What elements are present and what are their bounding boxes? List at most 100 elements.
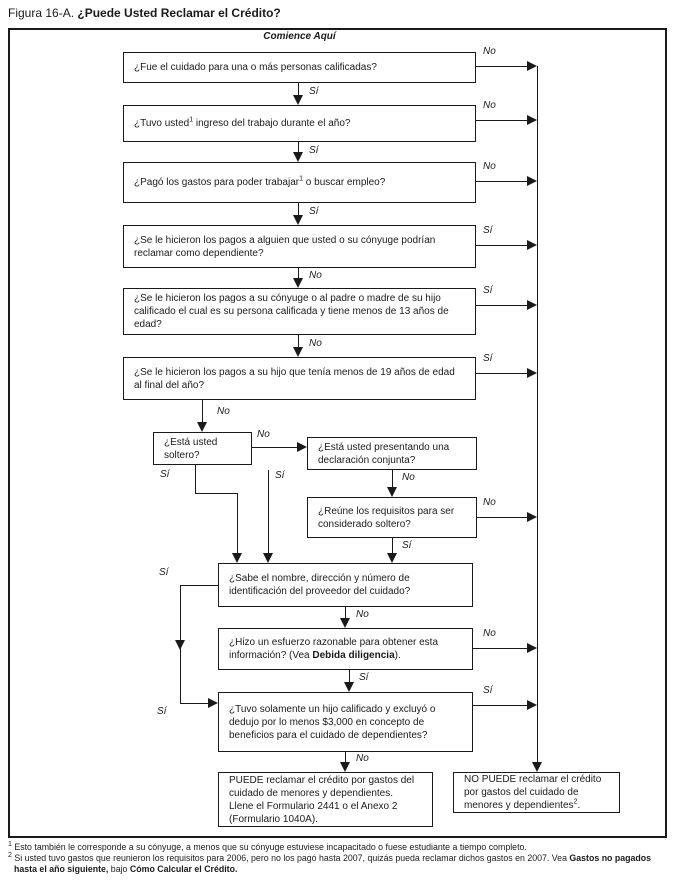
arrowhead-q1-no xyxy=(527,61,537,71)
arrow-reune-yes xyxy=(392,538,393,553)
footnote-1: 1 Esto también le corresponde a su cónyu… xyxy=(8,841,670,853)
arrowhead-q6-yes xyxy=(527,368,537,378)
figure-title-main: ¿Puede Usted Reclamar el Crédito? xyxy=(77,6,281,20)
footnote-2-marker: 2 xyxy=(8,852,12,860)
footnote-2-reference-1: Gastos no pagados hasta el año siguiente… xyxy=(14,853,652,874)
outcome-text: NO PUEDE reclamar el crédito por gastos … xyxy=(464,774,602,811)
arrowhead-tuvo-yes xyxy=(527,700,537,710)
label-sabe-yes: Sí xyxy=(159,567,169,578)
arrow-q4-no xyxy=(298,268,299,278)
label-soltero-yes: Sí xyxy=(160,469,170,480)
arrow-reune-no xyxy=(477,517,527,518)
figure-title: Figura 16-A. ¿Puede Usted Reclamar el Cr… xyxy=(8,6,281,20)
arrowhead-q3-no xyxy=(527,176,537,186)
question-text: ¿Tuvo usted xyxy=(134,118,190,129)
arrowhead-reune-no xyxy=(527,512,537,522)
question-box-joint-return: ¿Está usted presentando una declaración … xyxy=(307,437,477,470)
footnote-1-text: Esto también le corresponde a su cónyuge… xyxy=(11,842,527,852)
question-text: ¿Se le hicieron los pagos a alguien que … xyxy=(134,234,436,259)
question-text: ¿Sabe el nombre, dirección y número de i… xyxy=(229,573,411,597)
question-box-payments-to-spouse-or-parent: ¿Se le hicieron los pagos a su cónyuge o… xyxy=(123,288,476,335)
arrow-q6-yes xyxy=(476,373,527,374)
question-text: ¿Está usted soltero? xyxy=(164,436,218,461)
question-box-work-expenses: ¿Pagó los gastos para poder trabajar1 o … xyxy=(123,162,476,203)
question-text: ¿Está usted presentando una declaración … xyxy=(318,441,450,466)
question-box-due-diligence: ¿Hizo un esfuerzo razonable para obtener… xyxy=(218,628,473,670)
arrow-tuvo-yes xyxy=(473,705,527,706)
arrowhead-q2-no xyxy=(527,115,537,125)
arrow-q4-yes xyxy=(476,245,527,246)
arrow-q6-no xyxy=(202,400,203,422)
arrow-soltero-no xyxy=(252,447,297,448)
question-box-excluded-benefits: ¿Tuvo solamente un hijo calificado y exc… xyxy=(218,692,473,752)
label-q6-no: No xyxy=(217,406,230,417)
arrow-hizo-no xyxy=(473,648,527,649)
label-q2-yes: Sí xyxy=(309,145,319,156)
label-tuvo-yes: Sí xyxy=(483,685,493,696)
arrowhead-sabe-no xyxy=(340,618,350,628)
label-hizo-yes: Sí xyxy=(359,672,369,683)
arrowhead-hizo-no xyxy=(527,643,537,653)
arrowhead-soltero-yes xyxy=(232,553,242,563)
arrowhead-q5-no xyxy=(293,347,303,357)
outcome-box-can-claim: PUEDE reclamar el crédito por gastos del… xyxy=(218,772,433,827)
label-soltero-no: No xyxy=(257,429,270,440)
question-box-earned-income: ¿Tuvo usted1 ingreso del trabajo durante… xyxy=(123,105,476,142)
footnote-2-text: Si usted tuvo gastos que reunieron los r… xyxy=(11,853,570,863)
question-box-unmarried: ¿Está usted soltero? xyxy=(153,432,252,465)
outcome-text: . xyxy=(577,800,581,811)
footnote-1-marker: 1 xyxy=(8,841,12,849)
label-q3-yes: Sí xyxy=(309,206,319,217)
arrow-hizo-yes xyxy=(349,670,350,682)
outcome-text: Llene el Formulario 2441 o el Anexo 2 (F… xyxy=(229,800,398,825)
arrow-q5-yes xyxy=(476,305,527,306)
arrowhead-q1-yes xyxy=(293,95,303,105)
label-q5-no: No xyxy=(309,338,322,349)
footnote-2: 2 Si usted tuvo gastos que reunieron los… xyxy=(8,852,670,875)
flowchart-border xyxy=(8,28,667,838)
arrowhead-hizo-yes xyxy=(344,682,354,692)
label-reune-no: No xyxy=(483,497,496,508)
footnote-ref-1: 1 xyxy=(189,116,194,124)
question-box-qualifying-person: ¿Fue el cuidado para una o más personas … xyxy=(123,52,476,83)
footnote-2-reference-2: Cómo Calcular el Crédito. xyxy=(129,864,238,874)
start-here-label: Comience Aquí xyxy=(263,31,336,42)
arrowhead-q5-yes xyxy=(527,300,537,310)
label-q4-no: No xyxy=(309,270,322,281)
label-sabe-yes-end: Sí xyxy=(157,706,167,717)
collector-line xyxy=(537,66,538,762)
arrow-q1-yes xyxy=(298,83,299,95)
arrow-q5-no xyxy=(298,335,299,347)
arrowhead-reune-yes xyxy=(387,553,397,563)
arrow-q2-yes xyxy=(298,142,299,152)
label-q4-yes: Sí xyxy=(483,225,493,236)
arrowhead-soltero-no xyxy=(297,442,307,452)
arrow-q3-yes xyxy=(298,203,299,215)
footnote-ref-2: 2 xyxy=(573,798,578,806)
question-text: ¿Fue el cuidado para una o más personas … xyxy=(134,62,377,73)
path-soltero-yes xyxy=(195,465,196,493)
arrowhead-conjunta-no xyxy=(387,487,397,497)
footnote-ref-1: 1 xyxy=(299,175,304,183)
question-text: ¿Tuvo solamente un hijo calificado y exc… xyxy=(229,703,436,741)
arrow-conjunta-no xyxy=(392,470,393,487)
label-q6-yes: Sí xyxy=(483,353,493,364)
arrowhead-q6-no xyxy=(197,422,207,432)
path-sabe-yes xyxy=(180,585,218,586)
arrowhead-conjunta-yes xyxy=(263,553,273,563)
question-box-payments-to-child-under-19: ¿Se le hicieron los pagos a su hijo que … xyxy=(123,357,476,400)
arrowhead-sabe-yes xyxy=(208,698,218,708)
path-soltero-yes xyxy=(195,493,238,494)
label-conjunta-no: No xyxy=(402,472,415,483)
figure-title-prefix: Figura 16-A. xyxy=(8,6,78,20)
arrow-q3-no xyxy=(476,181,527,182)
footnotes: 1 Esto también le corresponde a su cónyu… xyxy=(8,841,670,875)
outcome-box-cannot-claim: NO PUEDE reclamar el crédito por gastos … xyxy=(453,772,620,813)
question-text: ¿Hizo un esfuerzo razonable para obtener… xyxy=(229,637,439,661)
question-box-provider-info: ¿Sabe el nombre, dirección y número de i… xyxy=(218,563,473,607)
label-hizo-no: No xyxy=(483,628,496,639)
footnote-2-text: bajo xyxy=(108,864,130,874)
question-text: ¿Reúne los requisitos para ser considera… xyxy=(318,505,455,530)
arrow-q2-no xyxy=(476,120,527,121)
